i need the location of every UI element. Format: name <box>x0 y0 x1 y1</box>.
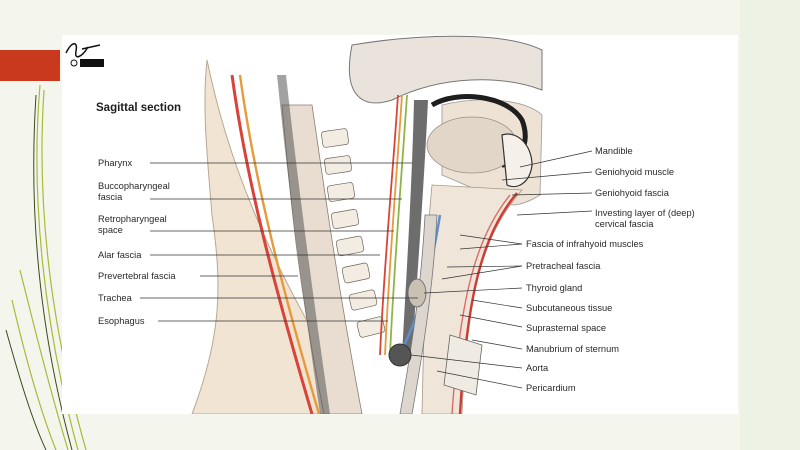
label-prevertebral-fascia: Prevertebral fascia <box>98 271 176 281</box>
mandible-bone <box>501 133 533 188</box>
label-retropharyngeal-space: Retropharyngeal space <box>98 214 167 235</box>
left-leader-lines <box>140 162 418 322</box>
label-trachea: Trachea <box>98 293 132 303</box>
label-pretracheal-fascia: Pretracheal fascia <box>526 261 601 271</box>
spinal-canal <box>277 75 330 414</box>
label-buccopharyngeal-fascia: Buccopharyngeal fascia <box>98 181 170 202</box>
accent-bar <box>0 50 60 81</box>
diagram-title: Sagittal section <box>96 102 181 114</box>
label-aorta: Aorta <box>526 363 549 373</box>
label-pharynx: Pharynx <box>98 158 133 168</box>
prevertebral-fascia-line <box>230 74 314 414</box>
artist-signature-logo <box>65 43 104 67</box>
label-mandible: Mandible <box>595 146 633 156</box>
label-alar-fascia: Alar fascia <box>98 250 142 260</box>
neck-sagittal-illustration <box>140 35 593 414</box>
manubrium <box>443 334 483 396</box>
label-geniohyoid-muscle: Geniohyoid muscle <box>595 167 675 177</box>
thyroid-gland <box>407 278 427 308</box>
label-investing-layer: Investing layer of (deep) cervical fasci… <box>595 208 695 229</box>
label-geniohyoid-fascia: Geniohyoid fascia <box>595 188 669 198</box>
label-pericardium: Pericardium <box>526 383 576 393</box>
vertebrae <box>321 128 386 338</box>
posterior-neck-tissue <box>191 59 363 414</box>
label-thyroid-gland: Thyroid gland <box>526 283 583 293</box>
label-suprasternal-space: Suprasternal space <box>526 323 607 333</box>
buccopharyngeal-line-green <box>389 94 408 356</box>
prevertebral-fascia-line-2 <box>238 74 321 414</box>
anatomy-figure: Sagittal section Pharynx Buccopharyngeal… <box>62 35 738 414</box>
label-infrahyoid-fascia: Fascia of infrahyoid muscles <box>526 239 644 249</box>
aorta <box>388 343 412 367</box>
alar-fascia-line <box>379 94 399 356</box>
right-leader-lines <box>410 150 593 389</box>
skull-base <box>348 35 543 104</box>
label-subcutaneous-tissue: Subcutaneous tissue <box>526 303 613 313</box>
label-manubrium: Manubrium of sternum <box>526 344 620 354</box>
trachea <box>399 214 438 414</box>
label-esophagus: Esophagus <box>98 316 145 326</box>
